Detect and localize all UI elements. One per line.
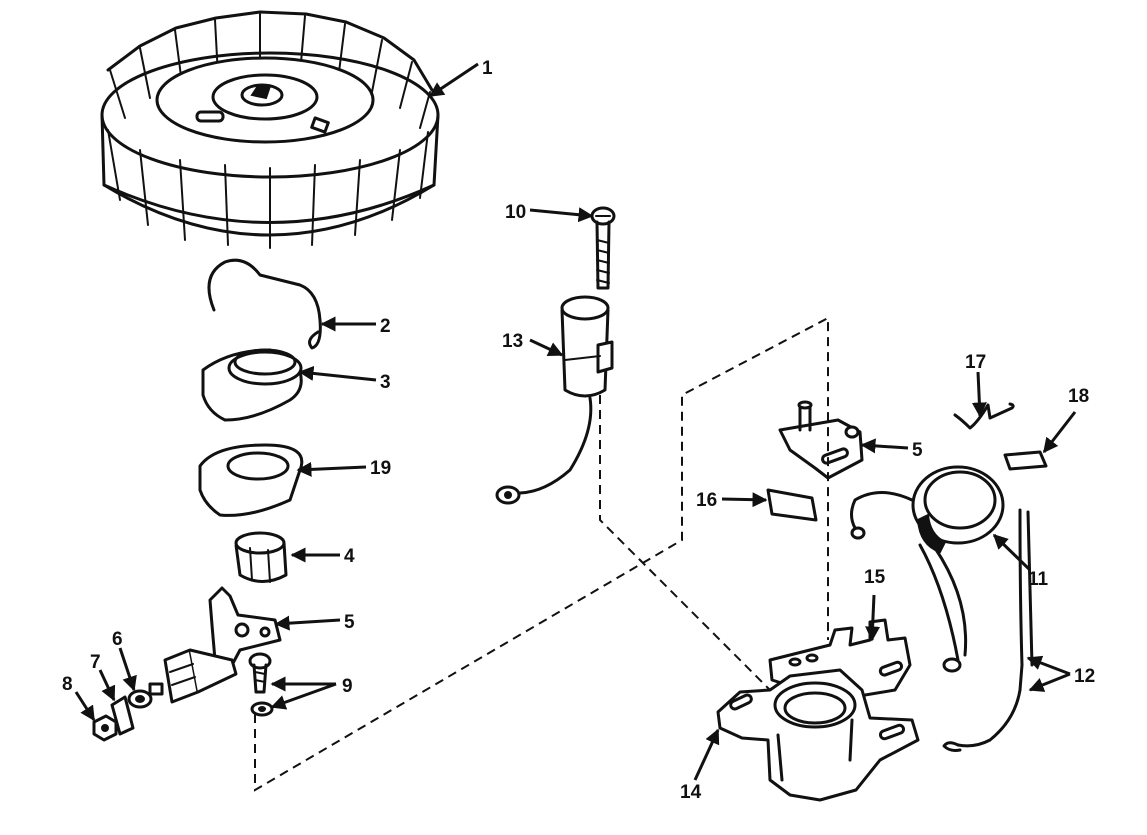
clip-plate-part xyxy=(1003,450,1048,471)
callout-7: 7 xyxy=(90,652,101,673)
callout-17: 17 xyxy=(965,352,986,373)
contact-block-part xyxy=(148,648,238,704)
callout-5-lower: 5 xyxy=(344,612,355,633)
callout-3: 3 xyxy=(380,372,391,393)
dashed-assembly-lines xyxy=(254,316,829,792)
screw-and-washer-part xyxy=(248,652,274,717)
nut-part xyxy=(92,714,118,742)
cam-washer-part xyxy=(201,348,303,422)
callout-12: 12 xyxy=(1074,666,1095,687)
ignition-coil-part xyxy=(850,465,1005,554)
callout-16: 16 xyxy=(696,490,717,511)
callout-8: 8 xyxy=(62,674,73,695)
leader-arrows xyxy=(74,62,1077,781)
callout-19: 19 xyxy=(370,458,391,479)
washer-part xyxy=(127,689,153,709)
condenser-part xyxy=(495,295,614,505)
condenser-screw-part xyxy=(590,206,616,290)
callout-4: 4 xyxy=(344,546,355,567)
callout-1: 1 xyxy=(482,58,493,79)
coil-leads-part xyxy=(918,508,1034,752)
callout-13: 13 xyxy=(502,331,523,352)
callout-9: 9 xyxy=(342,676,353,697)
felt-wick-part xyxy=(766,488,818,522)
callout-6: 6 xyxy=(112,629,123,650)
callout-10: 10 xyxy=(505,202,526,223)
callout-2: 2 xyxy=(380,316,391,337)
cam-bushing-part xyxy=(234,531,288,583)
callout-5-upper: 5 xyxy=(912,440,923,461)
callout-labels: 1 2 3 19 4 5 9 6 7 8 10 13 5 16 17 18 11… xyxy=(62,58,1095,803)
flywheel-part xyxy=(100,10,440,249)
breaker-arm-lower-part xyxy=(208,586,282,667)
callout-11: 11 xyxy=(1028,569,1049,590)
callout-18: 18 xyxy=(1068,386,1089,407)
wire-clip-part xyxy=(953,402,1015,430)
callout-14: 14 xyxy=(680,782,702,803)
breaker-arm-upper-part xyxy=(778,400,864,480)
spacer-washer-part xyxy=(198,443,304,517)
callout-15: 15 xyxy=(864,567,886,588)
armature-base-part xyxy=(716,618,920,802)
spring-clip-part xyxy=(207,258,322,350)
